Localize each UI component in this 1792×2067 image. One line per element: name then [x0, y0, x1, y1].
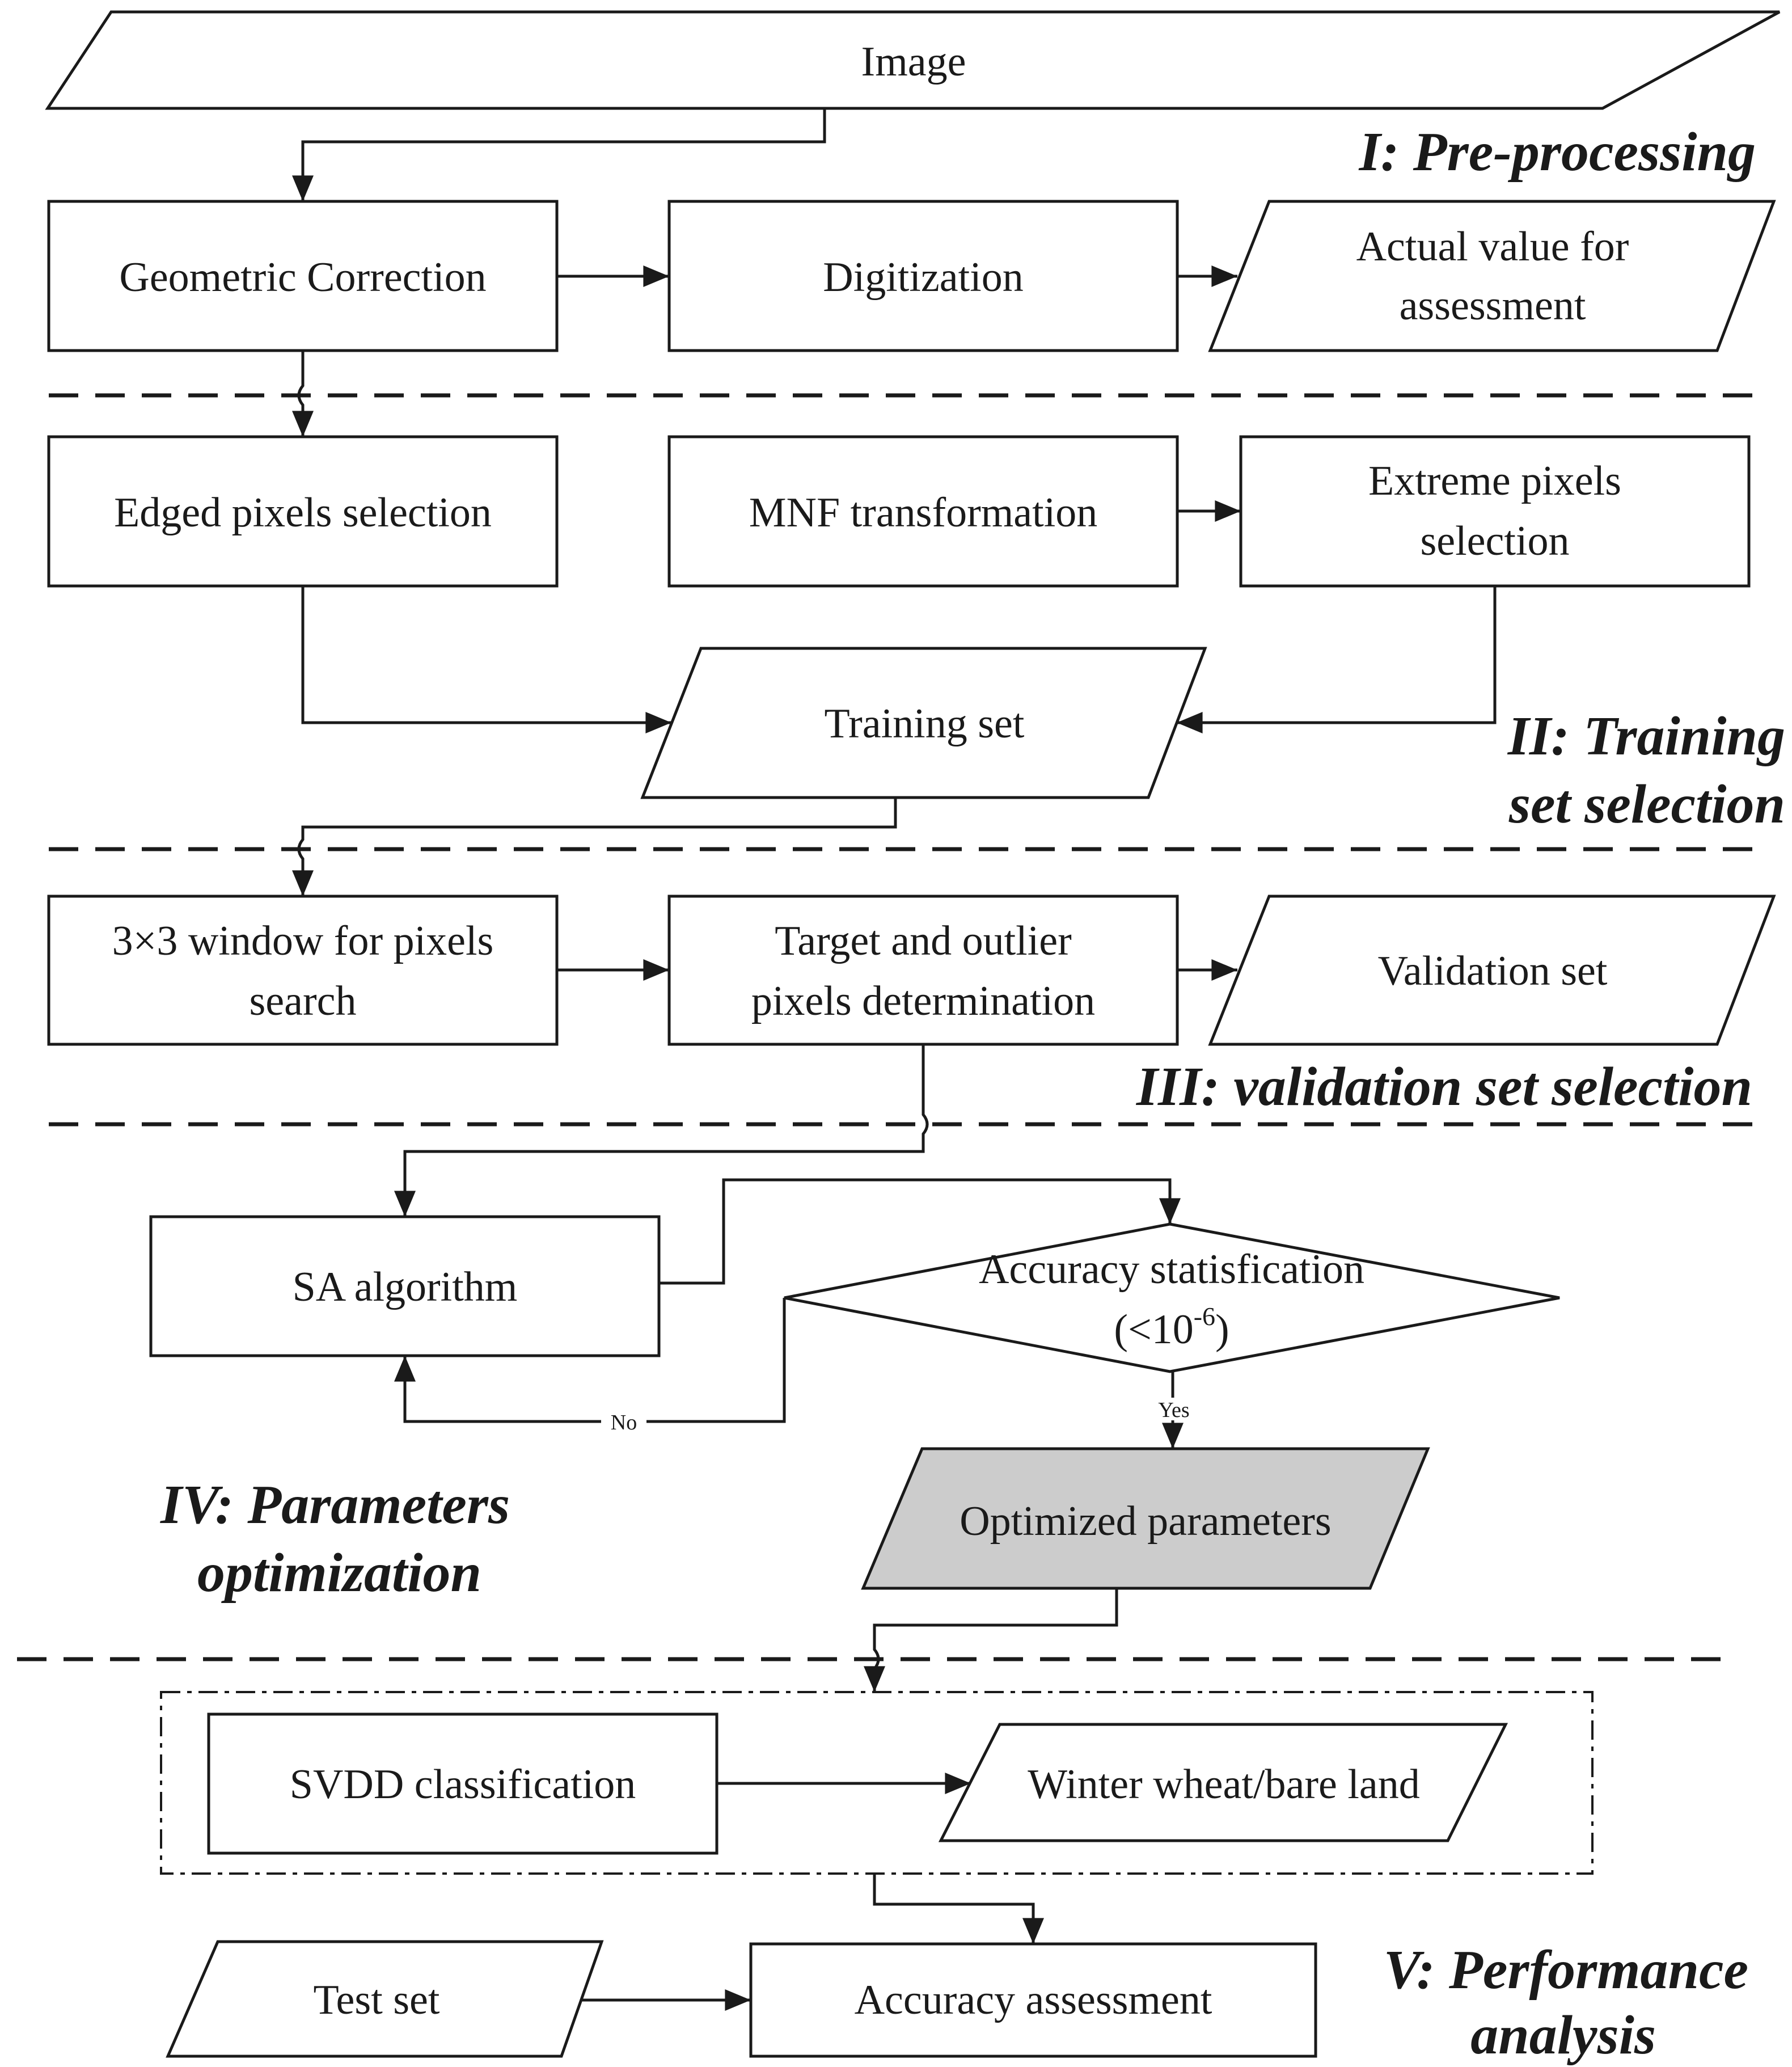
target-outlier-label-line1: Target and outlier: [775, 918, 1072, 964]
section-title-performance-line1: V: Performance: [1384, 1939, 1748, 2001]
svdd-label: SVDD classification: [290, 1761, 636, 1808]
edge-training-to-window: [292, 798, 897, 896]
edge-classification-to-assessment: [873, 1874, 1044, 1944]
accuracy-check-label-line2: (<10-6): [1114, 1302, 1229, 1353]
edge-yes-label: Yes: [1158, 1398, 1189, 1422]
digitization-node: Digitization: [667, 200, 1179, 352]
validation-set-label: Validation set: [1378, 948, 1608, 994]
sa-algorithm-label: SA algorithm: [293, 1264, 518, 1310]
window-search-label-line2: search: [250, 978, 357, 1024]
winter-wheat-label: Winter wheat/bare land: [1028, 1761, 1419, 1808]
section-title-training-line2: set selection: [1508, 774, 1785, 835]
digitization-label: Digitization: [823, 254, 1024, 301]
mnf-label: MNF transformation: [749, 490, 1098, 536]
accuracy-check-label-line1: Accuracy statisfication: [979, 1246, 1364, 1293]
window-search-node: 3×3 window for pixels search: [47, 895, 559, 1046]
edge-optimized-to-classification: [864, 1588, 1118, 1692]
target-outlier-label-line2: pixels determination: [751, 978, 1095, 1024]
edged-pixels-label: Edged pixels selection: [114, 490, 492, 536]
window-search-label-line1: 3×3 window for pixels: [112, 918, 494, 964]
training-set-node: Training set: [640, 647, 1207, 799]
extreme-pixels-label-line1: Extreme pixels: [1368, 458, 1621, 504]
edge-sa-to-decision: [659, 1178, 1181, 1285]
sa-algorithm-node: SA algorithm: [149, 1215, 661, 1357]
actual-value-label-line2: assessment: [1400, 282, 1586, 329]
optimized-parameters-label: Optimized parameters: [960, 1498, 1331, 1545]
section-title-training-line1: II: Training: [1507, 706, 1785, 767]
optimized-parameters-node: Optimized parameters: [861, 1447, 1430, 1590]
accuracy-assessment-node: Accuracy assessment: [749, 1942, 1317, 2058]
edge-target-to-sa: [394, 1044, 929, 1217]
edge-decision-no-to-sa: [394, 1298, 786, 1423]
geometric-correction-node: Geometric Correction: [47, 200, 559, 352]
test-set-node: Test set: [166, 1940, 604, 2058]
yes-label-bg: [1152, 1398, 1195, 1420]
edge-image-to-geometric: [292, 108, 826, 201]
section-title-preprocessing: I: Pre-processing: [1358, 121, 1756, 183]
accuracy-check-decision: Accuracy statisfication (<10-6): [784, 1222, 1560, 1373]
geometric-correction-label: Geometric Correction: [119, 254, 486, 301]
section-title-parameters-line1: IV: Parameters: [160, 1474, 510, 1536]
image-node: Image: [45, 10, 1781, 110]
actual-value-node: Actual value for assessment: [1208, 200, 1776, 352]
extreme-pixels-node: Extreme pixels selection: [1239, 435, 1751, 588]
classification-group-frame: [160, 1691, 1594, 1875]
target-outlier-node: Target and outlier pixels determination: [667, 895, 1179, 1046]
test-set-label: Test set: [314, 1977, 440, 2023]
svdd-node: SVDD classification: [207, 1712, 719, 1855]
section-title-parameters-line2: optimization: [197, 1542, 481, 1604]
edged-pixels-node: Edged pixels selection: [47, 435, 559, 588]
winter-wheat-node: Winter wheat/bare land: [938, 1723, 1508, 1842]
mnf-node: MNF transformation: [667, 435, 1179, 588]
extreme-pixels-label-line2: selection: [1420, 518, 1569, 564]
actual-value-label-line1: Actual value for: [1356, 223, 1629, 270]
section-title-validation: III: validation set selection: [1136, 1056, 1752, 1117]
edge-no-label: No: [611, 1411, 637, 1435]
validation-set-node: Validation set: [1208, 895, 1776, 1046]
training-set-label: Training set: [825, 701, 1025, 747]
section-title-performance-line2: analysis: [1470, 2005, 1656, 2066]
edge-edged-to-training: [301, 586, 671, 733]
image-label: Image: [861, 39, 966, 85]
edge-geometric-to-edged: [292, 351, 314, 437]
no-label-bg: [601, 1409, 646, 1433]
accuracy-assessment-label: Accuracy assessment: [855, 1977, 1212, 2023]
edge-extreme-to-training: [1177, 586, 1497, 733]
